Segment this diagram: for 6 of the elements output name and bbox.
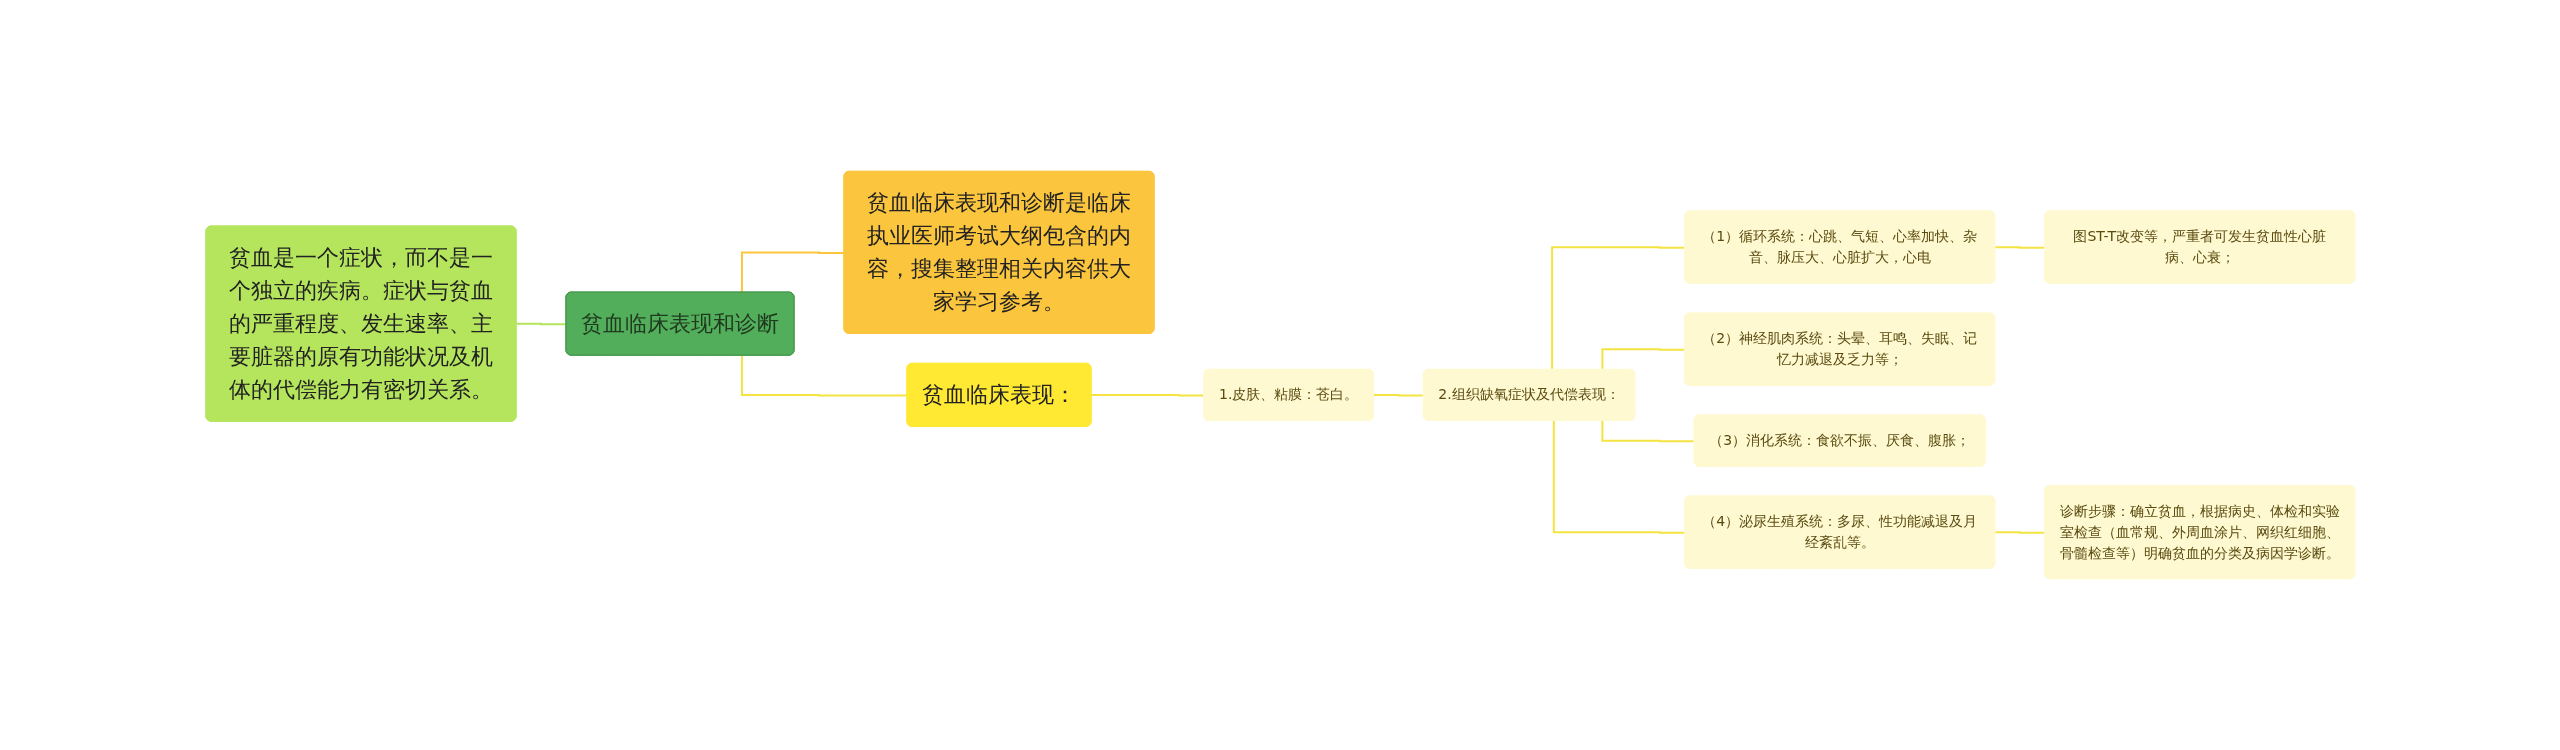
connector: [1550, 246, 1686, 371]
connector: [1993, 246, 2046, 249]
connector: [1993, 531, 2046, 534]
connector: [1601, 348, 1686, 371]
connector: [1552, 419, 1686, 534]
connector: [1372, 393, 1425, 397]
